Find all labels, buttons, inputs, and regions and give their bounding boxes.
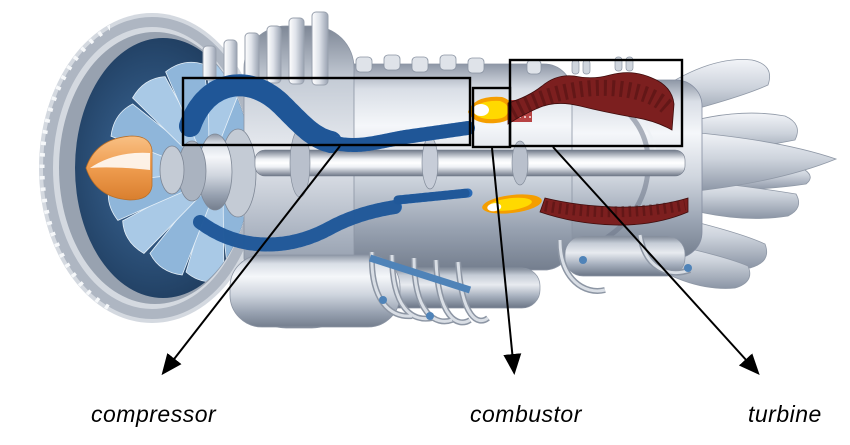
label-combustor: combustor [470, 401, 582, 427]
arrow-combustor [491, 147, 522, 375]
annotation-box-compressor [181, 76, 472, 147]
annotation-box-turbine [508, 58, 684, 148]
fuel-oil-pipes [368, 234, 692, 326]
annotation-overlay [161, 58, 760, 376]
arrow-compressor [161, 145, 341, 376]
label-turbine: turbine [748, 401, 822, 427]
spinner-and-hub [85, 128, 257, 218]
label-compressor: compressor [91, 401, 217, 427]
arrow-turbine [552, 146, 760, 375]
engine-shaft [254, 149, 686, 177]
blue-manifold-rail [368, 254, 472, 294]
spinner-cone [85, 135, 153, 201]
turbine-blades-band-lower [539, 197, 689, 226]
accessory-gearbox [229, 254, 401, 328]
fan-exit-guide-vanes [202, 11, 329, 86]
tail-cone [687, 131, 838, 193]
